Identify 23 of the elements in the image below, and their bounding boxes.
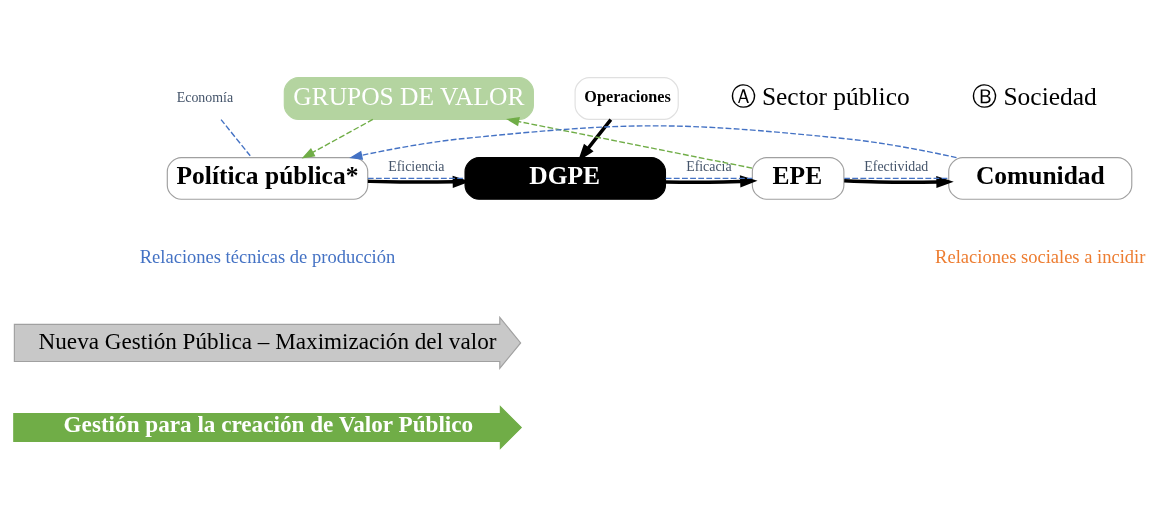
arrow	[506, 116, 753, 169]
connector	[367, 177, 466, 179]
node-box: GRUPOS DE VALOR	[283, 76, 534, 120]
connector	[220, 118, 252, 158]
arrow	[301, 118, 374, 159]
node-box: Comunidad	[948, 156, 1133, 200]
node-box: Política pública*	[166, 156, 369, 200]
connector	[843, 177, 950, 179]
edge-label: Eficacia	[686, 158, 732, 174]
node-text: Economía	[176, 89, 234, 105]
node-box: DGPE	[464, 156, 667, 200]
label: Ⓑ Sociedad	[972, 81, 1097, 111]
connector	[665, 177, 753, 179]
arrow	[665, 174, 758, 187]
node-box: Operaciones	[574, 76, 679, 120]
node-box: EPE	[751, 156, 845, 200]
arrow	[349, 124, 958, 160]
label: Relaciones técnicas de producción	[139, 245, 396, 267]
label: Ⓐ Sector público	[730, 81, 910, 111]
arrow	[844, 175, 954, 188]
edge-label: Eficiencia	[388, 158, 445, 174]
edge-label: Efectividad	[864, 158, 929, 174]
label: Relaciones sociales a incidir	[935, 245, 1146, 267]
